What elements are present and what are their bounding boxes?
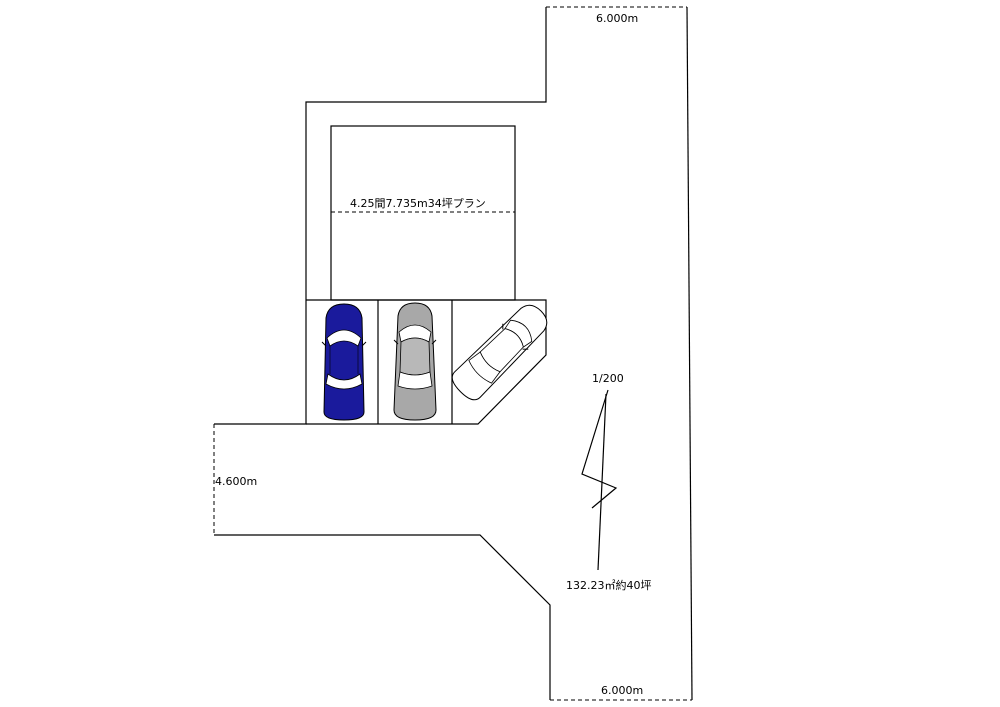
house-plan-label: 4.25間7.735m34坪プラン xyxy=(350,197,486,210)
white-car xyxy=(451,304,548,401)
parking-area xyxy=(306,299,547,425)
lot-area-label: 132.23㎡約40坪 xyxy=(566,578,652,592)
gray-car-rear-window xyxy=(397,371,433,390)
gray-car xyxy=(393,302,437,421)
lot-outline xyxy=(214,6,693,701)
top-width-label: 6.000m xyxy=(596,12,638,25)
scale-label: 1/200 xyxy=(592,372,624,385)
gray-car-roof xyxy=(399,337,431,376)
blue-car-rear-window xyxy=(325,373,363,390)
white-car-rear-window xyxy=(468,351,501,384)
house-footprint xyxy=(330,125,516,301)
north-arrow-icon xyxy=(581,389,618,571)
road-width-label: 4.600m xyxy=(215,475,257,488)
blue-car xyxy=(321,303,367,421)
bottom-width-label: 6.000m xyxy=(601,684,643,697)
dashed-boundaries xyxy=(213,6,692,701)
